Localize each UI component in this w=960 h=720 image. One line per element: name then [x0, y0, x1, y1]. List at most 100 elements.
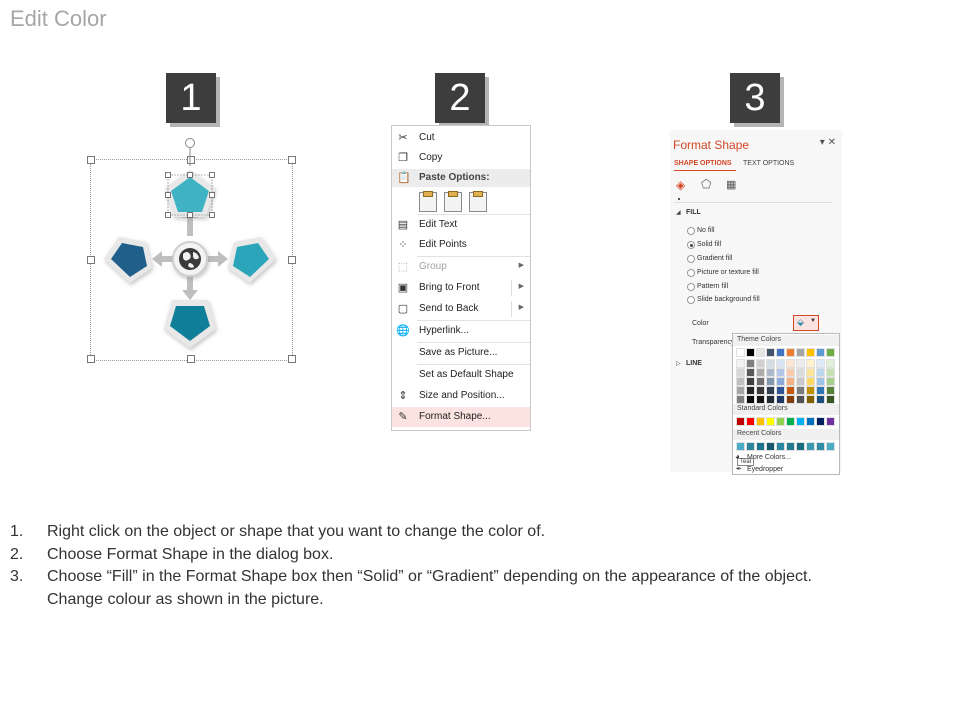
color-swatch[interactable]: [786, 417, 795, 426]
expand-triangle-icon[interactable]: ▷: [676, 361, 681, 367]
color-swatch[interactable]: [786, 386, 795, 395]
color-swatch[interactable]: [756, 359, 765, 368]
resize-handle[interactable]: [288, 355, 296, 363]
menu-item-size-and-position[interactable]: ⇕ Size and Position...: [392, 386, 530, 406]
color-swatch[interactable]: [796, 377, 805, 386]
color-swatch[interactable]: [826, 442, 835, 451]
color-swatch[interactable]: [746, 368, 755, 377]
color-swatch[interactable]: [806, 395, 815, 404]
menu-item-set-default-shape[interactable]: Set as Default Shape: [392, 365, 530, 385]
effects-pentagon-icon[interactable]: ⬠: [701, 177, 712, 191]
color-swatch[interactable]: [736, 377, 745, 386]
color-swatch[interactable]: [796, 348, 805, 357]
color-swatch[interactable]: [816, 359, 825, 368]
resize-handle[interactable]: [87, 256, 95, 264]
tab-text-options[interactable]: TEXT OPTIONS: [743, 160, 795, 167]
pentagon-left[interactable]: [104, 237, 152, 283]
color-swatch[interactable]: [746, 386, 755, 395]
color-swatch[interactable]: [736, 386, 745, 395]
color-swatch[interactable]: [826, 377, 835, 386]
radio-no-fill[interactable]: [687, 227, 695, 235]
paste-picture-icon[interactable]: [469, 191, 487, 212]
color-swatch[interactable]: [806, 442, 815, 451]
color-swatch[interactable]: [766, 386, 775, 395]
color-swatch[interactable]: [796, 368, 805, 377]
resize-handle[interactable]: [288, 156, 296, 164]
resize-handle[interactable]: [187, 156, 195, 164]
eyedropper-option[interactable]: Eyedropper: [747, 466, 784, 473]
color-swatch[interactable]: [756, 417, 765, 426]
color-swatch[interactable]: [826, 368, 835, 377]
color-swatch[interactable]: [786, 348, 795, 357]
color-swatch[interactable]: [826, 417, 835, 426]
radio-gradient-fill[interactable]: [687, 255, 695, 263]
color-swatch[interactable]: [756, 386, 765, 395]
color-swatch[interactable]: [756, 442, 765, 451]
menu-item-edit-points[interactable]: ⁘ Edit Points: [392, 235, 530, 255]
color-swatch[interactable]: [736, 368, 745, 377]
color-swatch[interactable]: [816, 368, 825, 377]
radio-picture-fill[interactable]: [687, 269, 695, 277]
color-swatch[interactable]: [736, 442, 745, 451]
size-properties-icon[interactable]: ▦: [726, 179, 737, 191]
color-swatch[interactable]: [796, 395, 805, 404]
pentagon-bottom[interactable]: [164, 300, 216, 348]
submenu-arrow-icon[interactable]: ▶: [518, 283, 524, 290]
collapse-triangle-icon[interactable]: ◢: [676, 210, 681, 216]
color-swatch[interactable]: [736, 348, 745, 357]
menu-item-format-shape[interactable]: ✎ Format Shape...: [392, 407, 530, 427]
color-swatch[interactable]: [816, 395, 825, 404]
menu-item-send-to-back[interactable]: ▢ Send to Back ▶: [392, 299, 530, 319]
menu-item-copy[interactable]: ❐ Copy: [392, 148, 530, 168]
submenu-arrow-icon[interactable]: ▶: [518, 304, 524, 311]
color-swatch[interactable]: [806, 377, 815, 386]
resize-handle[interactable]: [187, 355, 195, 363]
radio-solid-fill[interactable]: [687, 241, 695, 249]
color-swatch[interactable]: [756, 368, 765, 377]
color-swatch[interactable]: [756, 348, 765, 357]
fill-section-header[interactable]: FILL: [686, 209, 701, 216]
menu-item-cut[interactable]: ✂ Cut: [392, 128, 530, 148]
color-swatch[interactable]: [766, 377, 775, 386]
color-swatch[interactable]: [766, 348, 775, 357]
line-section-header[interactable]: LINE: [686, 360, 702, 367]
color-swatch[interactable]: [746, 348, 755, 357]
color-swatch[interactable]: [776, 368, 785, 377]
color-swatch[interactable]: [756, 377, 765, 386]
color-swatch[interactable]: [766, 395, 775, 404]
color-swatch[interactable]: [796, 417, 805, 426]
color-swatch[interactable]: [806, 386, 815, 395]
pentagon-right[interactable]: [228, 237, 276, 283]
color-swatch[interactable]: [806, 417, 815, 426]
color-swatch[interactable]: [816, 386, 825, 395]
color-swatch[interactable]: [746, 395, 755, 404]
color-swatch[interactable]: [766, 417, 775, 426]
resize-handle[interactable]: [87, 355, 95, 363]
color-swatch[interactable]: [746, 442, 755, 451]
chevron-down-icon[interactable]: ▾: [819, 137, 825, 148]
color-swatch[interactable]: [826, 348, 835, 357]
color-swatch[interactable]: [826, 386, 835, 395]
color-swatch[interactable]: [776, 417, 785, 426]
color-swatch[interactable]: [786, 377, 795, 386]
color-swatch[interactable]: [826, 395, 835, 404]
close-icon[interactable]: ✕: [827, 137, 836, 148]
color-swatch[interactable]: [796, 442, 805, 451]
color-swatch[interactable]: [776, 395, 785, 404]
menu-item-edit-text[interactable]: ▤ Edit Text: [392, 215, 530, 235]
radio-pattern-fill[interactable]: [687, 283, 695, 291]
fill-line-icon[interactable]: ◈: [676, 178, 686, 192]
pane-controls[interactable]: ▾ ✕: [820, 137, 836, 148]
color-swatch[interactable]: [816, 417, 825, 426]
color-swatch[interactable]: [736, 417, 745, 426]
color-swatch[interactable]: [796, 386, 805, 395]
color-swatch[interactable]: [786, 368, 795, 377]
color-swatch[interactable]: [786, 359, 795, 368]
color-swatch[interactable]: [776, 359, 785, 368]
rotate-handle-icon[interactable]: [185, 138, 195, 167]
color-swatch[interactable]: [816, 377, 825, 386]
tab-shape-options[interactable]: SHAPE OPTIONS: [674, 160, 732, 167]
color-swatch[interactable]: [786, 442, 795, 451]
menu-item-hyperlink[interactable]: 🌐 Hyperlink...: [392, 321, 530, 341]
pentagon-top-selected[interactable]: [165, 170, 215, 218]
